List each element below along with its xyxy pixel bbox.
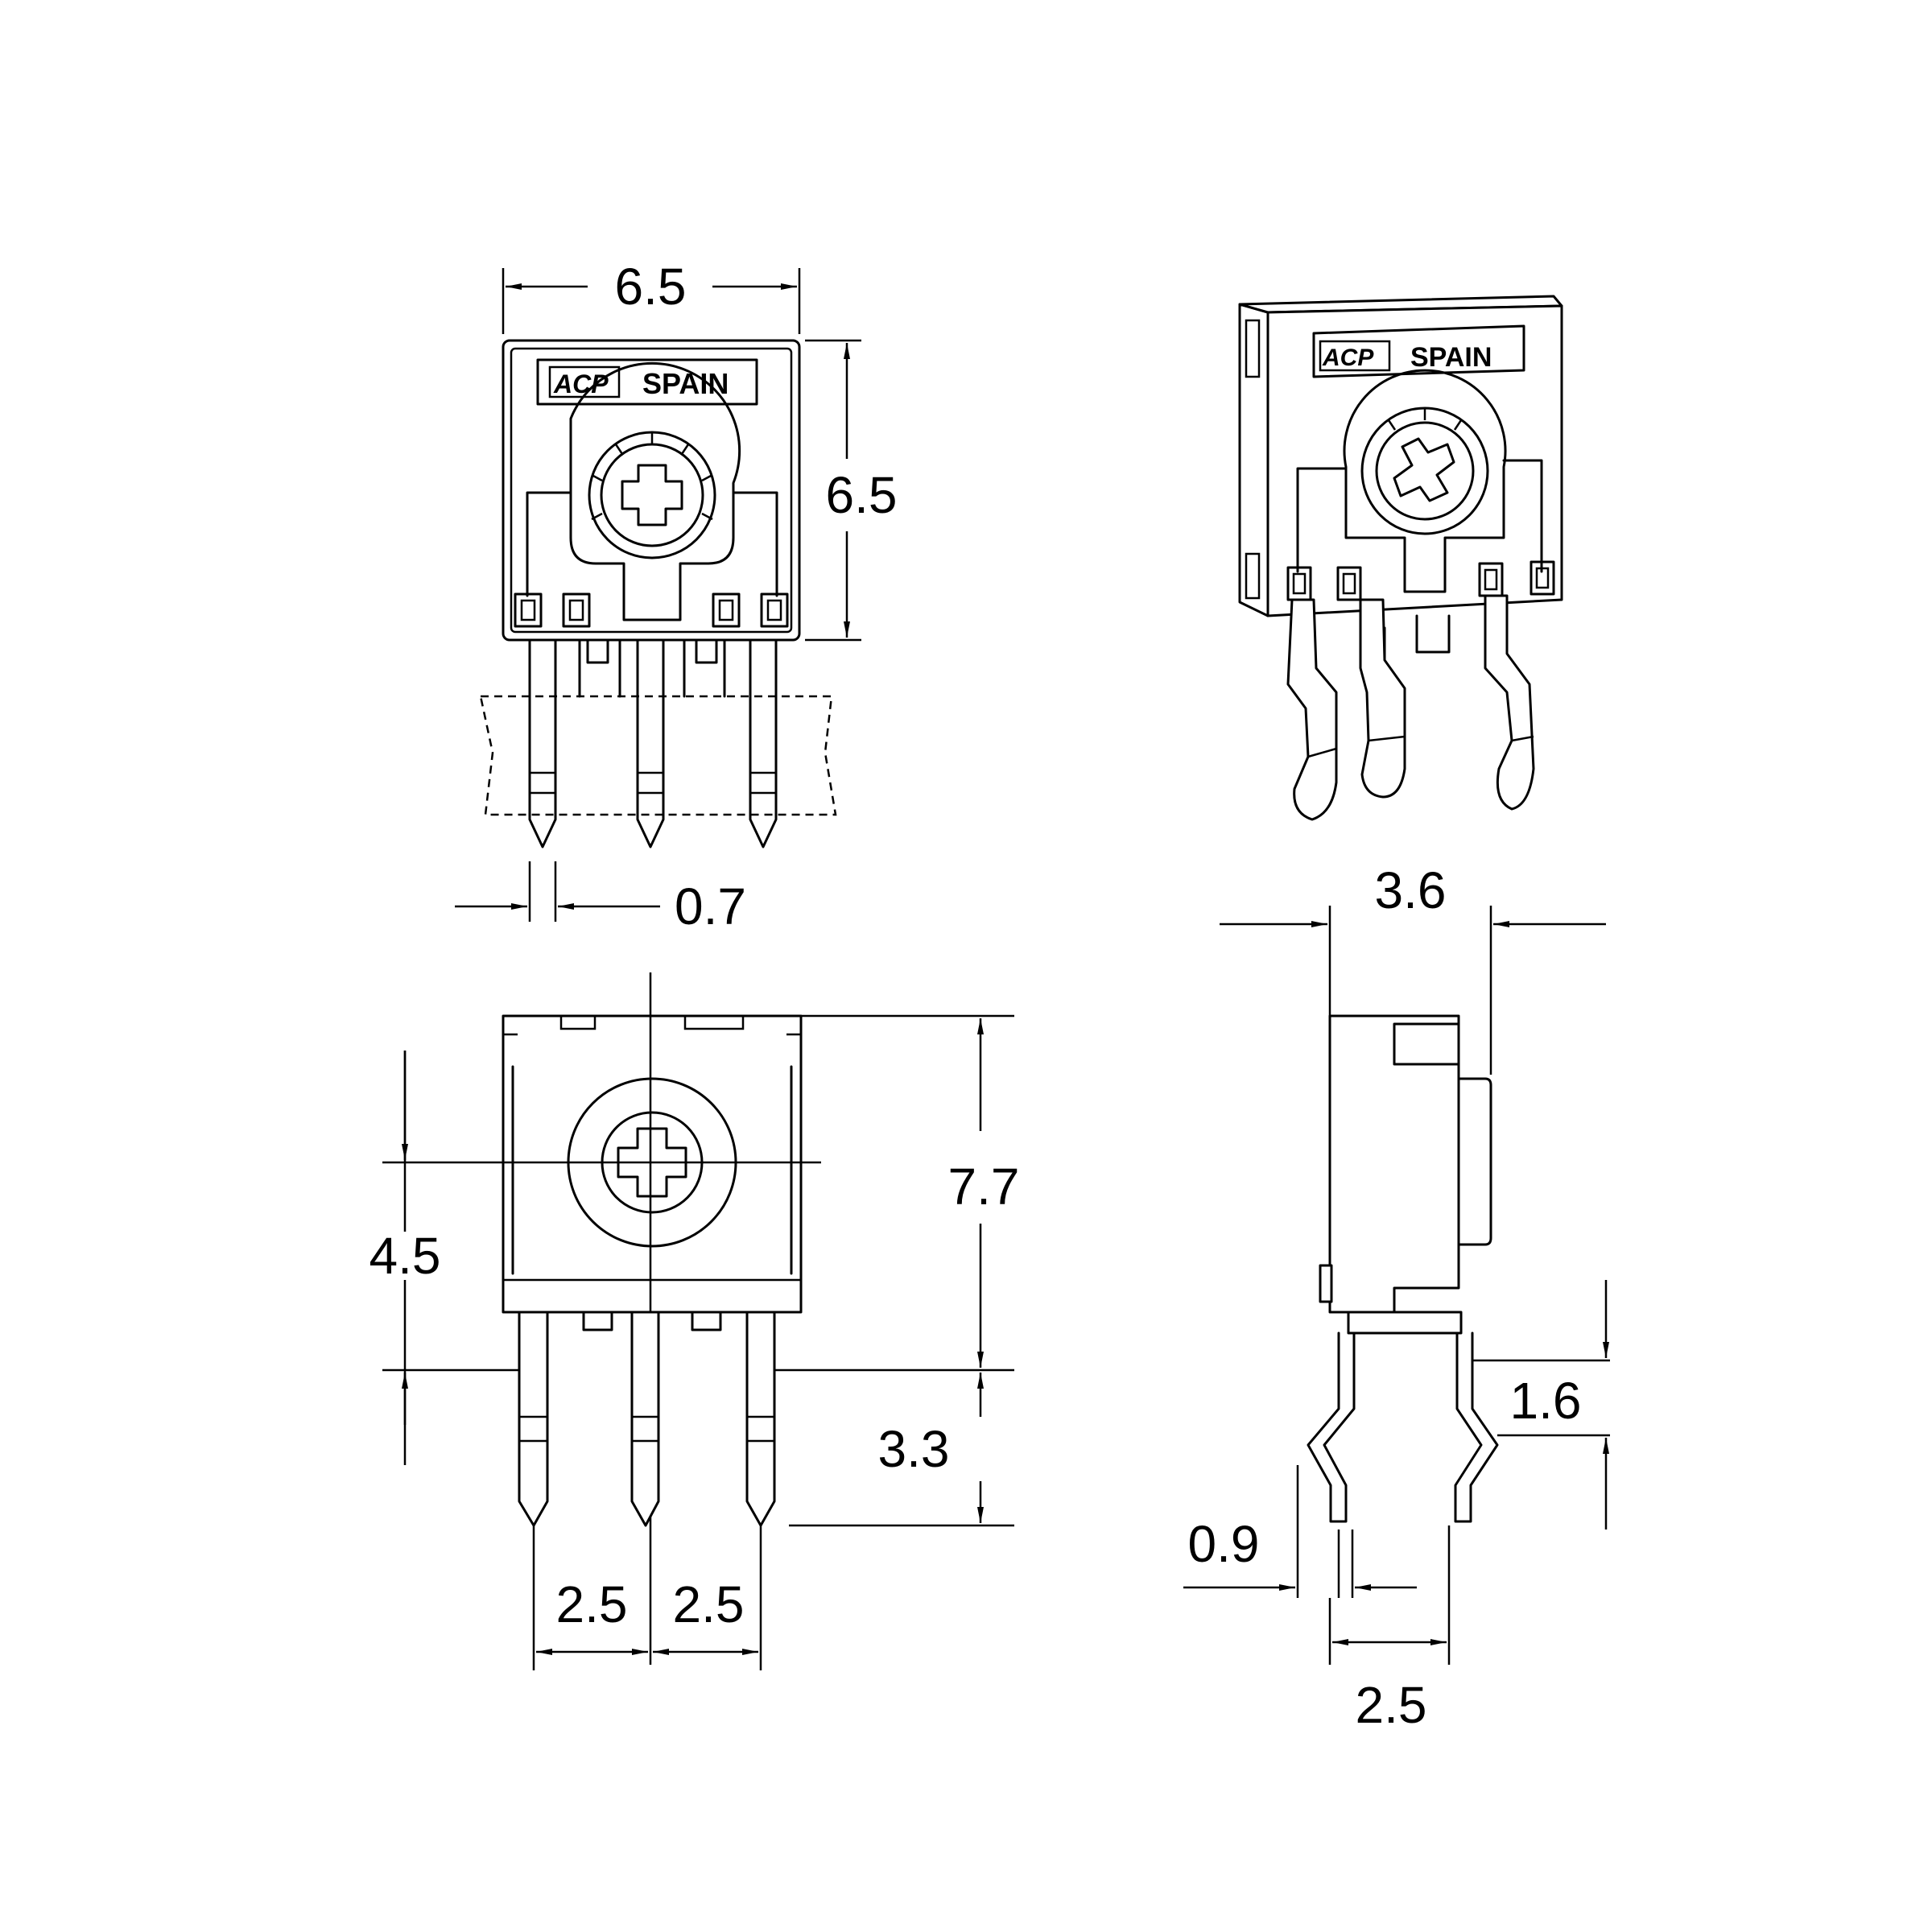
rear-pin-left (518, 1311, 549, 1527)
side-body (1328, 1014, 1460, 1314)
front-pin-center (636, 638, 665, 848)
iso-cross-slot-icon (1393, 437, 1455, 502)
iso-pin-right (1484, 594, 1535, 811)
rear-body (502, 1014, 803, 1314)
side-view: 3.6 1.6 0.9 2.5 (1183, 861, 1610, 1734)
dim-side-depth: 3.6 (1375, 861, 1447, 919)
brand-plate (536, 358, 758, 406)
dim-bend-height: 1.6 (1510, 1372, 1582, 1430)
brand-country: SPAIN (642, 367, 729, 400)
rear-cross-slot-icon (617, 1127, 687, 1198)
iso-brand-country: SPAIN (1410, 342, 1492, 373)
side-knob (1457, 1077, 1492, 1246)
dim-pitch-left: 2.5 (556, 1575, 628, 1633)
rear-view: 7.7 3.3 4.5 2.5 2.5 (369, 972, 1020, 1670)
dim-front-height: 6.5 (826, 466, 898, 524)
dim-pin-width: 0.7 (675, 877, 746, 935)
front-view: ACP SPAIN (455, 258, 897, 935)
brand-logo-text: ACP (553, 369, 609, 398)
dim-side-pitch: 2.5 (1356, 1676, 1427, 1734)
iso-brand-logo-text: ACP (1322, 345, 1374, 371)
dim-pin-thickness: 0.9 (1188, 1515, 1260, 1573)
dim-axis-height: 4.5 (369, 1227, 441, 1285)
dim-front-width: 6.5 (615, 258, 687, 316)
pcb-outline (479, 695, 837, 816)
rear-pin-right (745, 1311, 776, 1527)
brand-logo: ACP (548, 365, 621, 398)
iso-pin-center (1359, 598, 1406, 799)
front-pin-left (528, 638, 557, 848)
dim-body-height: 7.7 (948, 1158, 1020, 1216)
rear-pin-center (630, 1311, 660, 1527)
iso-pin-left (1286, 598, 1338, 821)
dim-pitch-right: 2.5 (673, 1575, 745, 1633)
dim-pin-length: 3.3 (878, 1420, 950, 1478)
cross-slot-icon (621, 464, 683, 526)
isometric-view: ACP SPAIN (1238, 295, 1563, 821)
rotor (569, 361, 741, 621)
front-pin-right (749, 638, 778, 848)
